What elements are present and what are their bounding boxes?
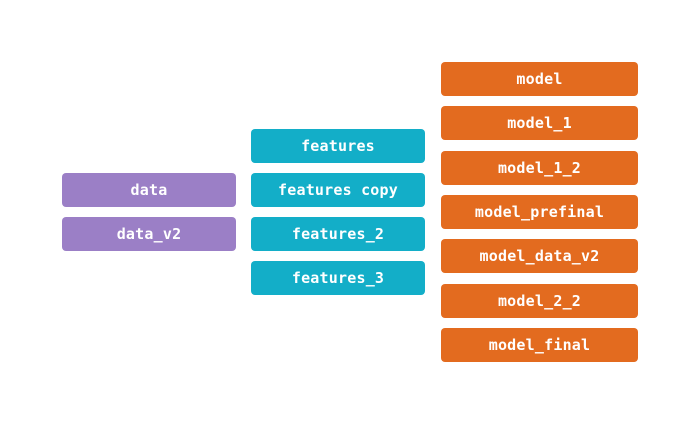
node-features[interactable]: features bbox=[251, 129, 425, 163]
node-model-final[interactable]: model_final bbox=[441, 328, 638, 362]
node-model-2-2-label: model_2_2 bbox=[497, 292, 582, 310]
node-model-1-label: model_1 bbox=[507, 114, 572, 132]
node-features-copy[interactable]: features copy bbox=[251, 173, 425, 207]
node-data[interactable]: data bbox=[62, 173, 236, 207]
node-model-1[interactable]: model_1 bbox=[441, 106, 638, 140]
node-model-final-label: model_final bbox=[488, 336, 591, 354]
node-model-data-v2[interactable]: model_data_v2 bbox=[441, 239, 638, 273]
node-features-3[interactable]: features_3 bbox=[251, 261, 425, 295]
node-model-prefinal-label: model_prefinal bbox=[474, 203, 605, 221]
node-model-data-v2-label: model_data_v2 bbox=[479, 247, 600, 265]
node-features-copy-label: features copy bbox=[278, 181, 398, 199]
node-data-v2-label: data_v2 bbox=[116, 225, 182, 243]
node-data-label: data bbox=[130, 181, 168, 199]
node-data-v2[interactable]: data_v2 bbox=[62, 217, 236, 251]
node-model-prefinal[interactable]: model_prefinal bbox=[441, 195, 638, 229]
node-features-label: features bbox=[301, 137, 375, 155]
node-model-1-2[interactable]: model_1_2 bbox=[441, 151, 638, 185]
node-features-2-label: features_2 bbox=[291, 225, 385, 243]
node-model-2-2[interactable]: model_2_2 bbox=[441, 284, 638, 318]
node-model-label: model bbox=[516, 70, 563, 88]
node-features-3-label: features_3 bbox=[291, 269, 385, 287]
node-features-2[interactable]: features_2 bbox=[251, 217, 425, 251]
node-model-1-2-label: model_1_2 bbox=[497, 159, 582, 177]
node-model[interactable]: model bbox=[441, 62, 638, 96]
